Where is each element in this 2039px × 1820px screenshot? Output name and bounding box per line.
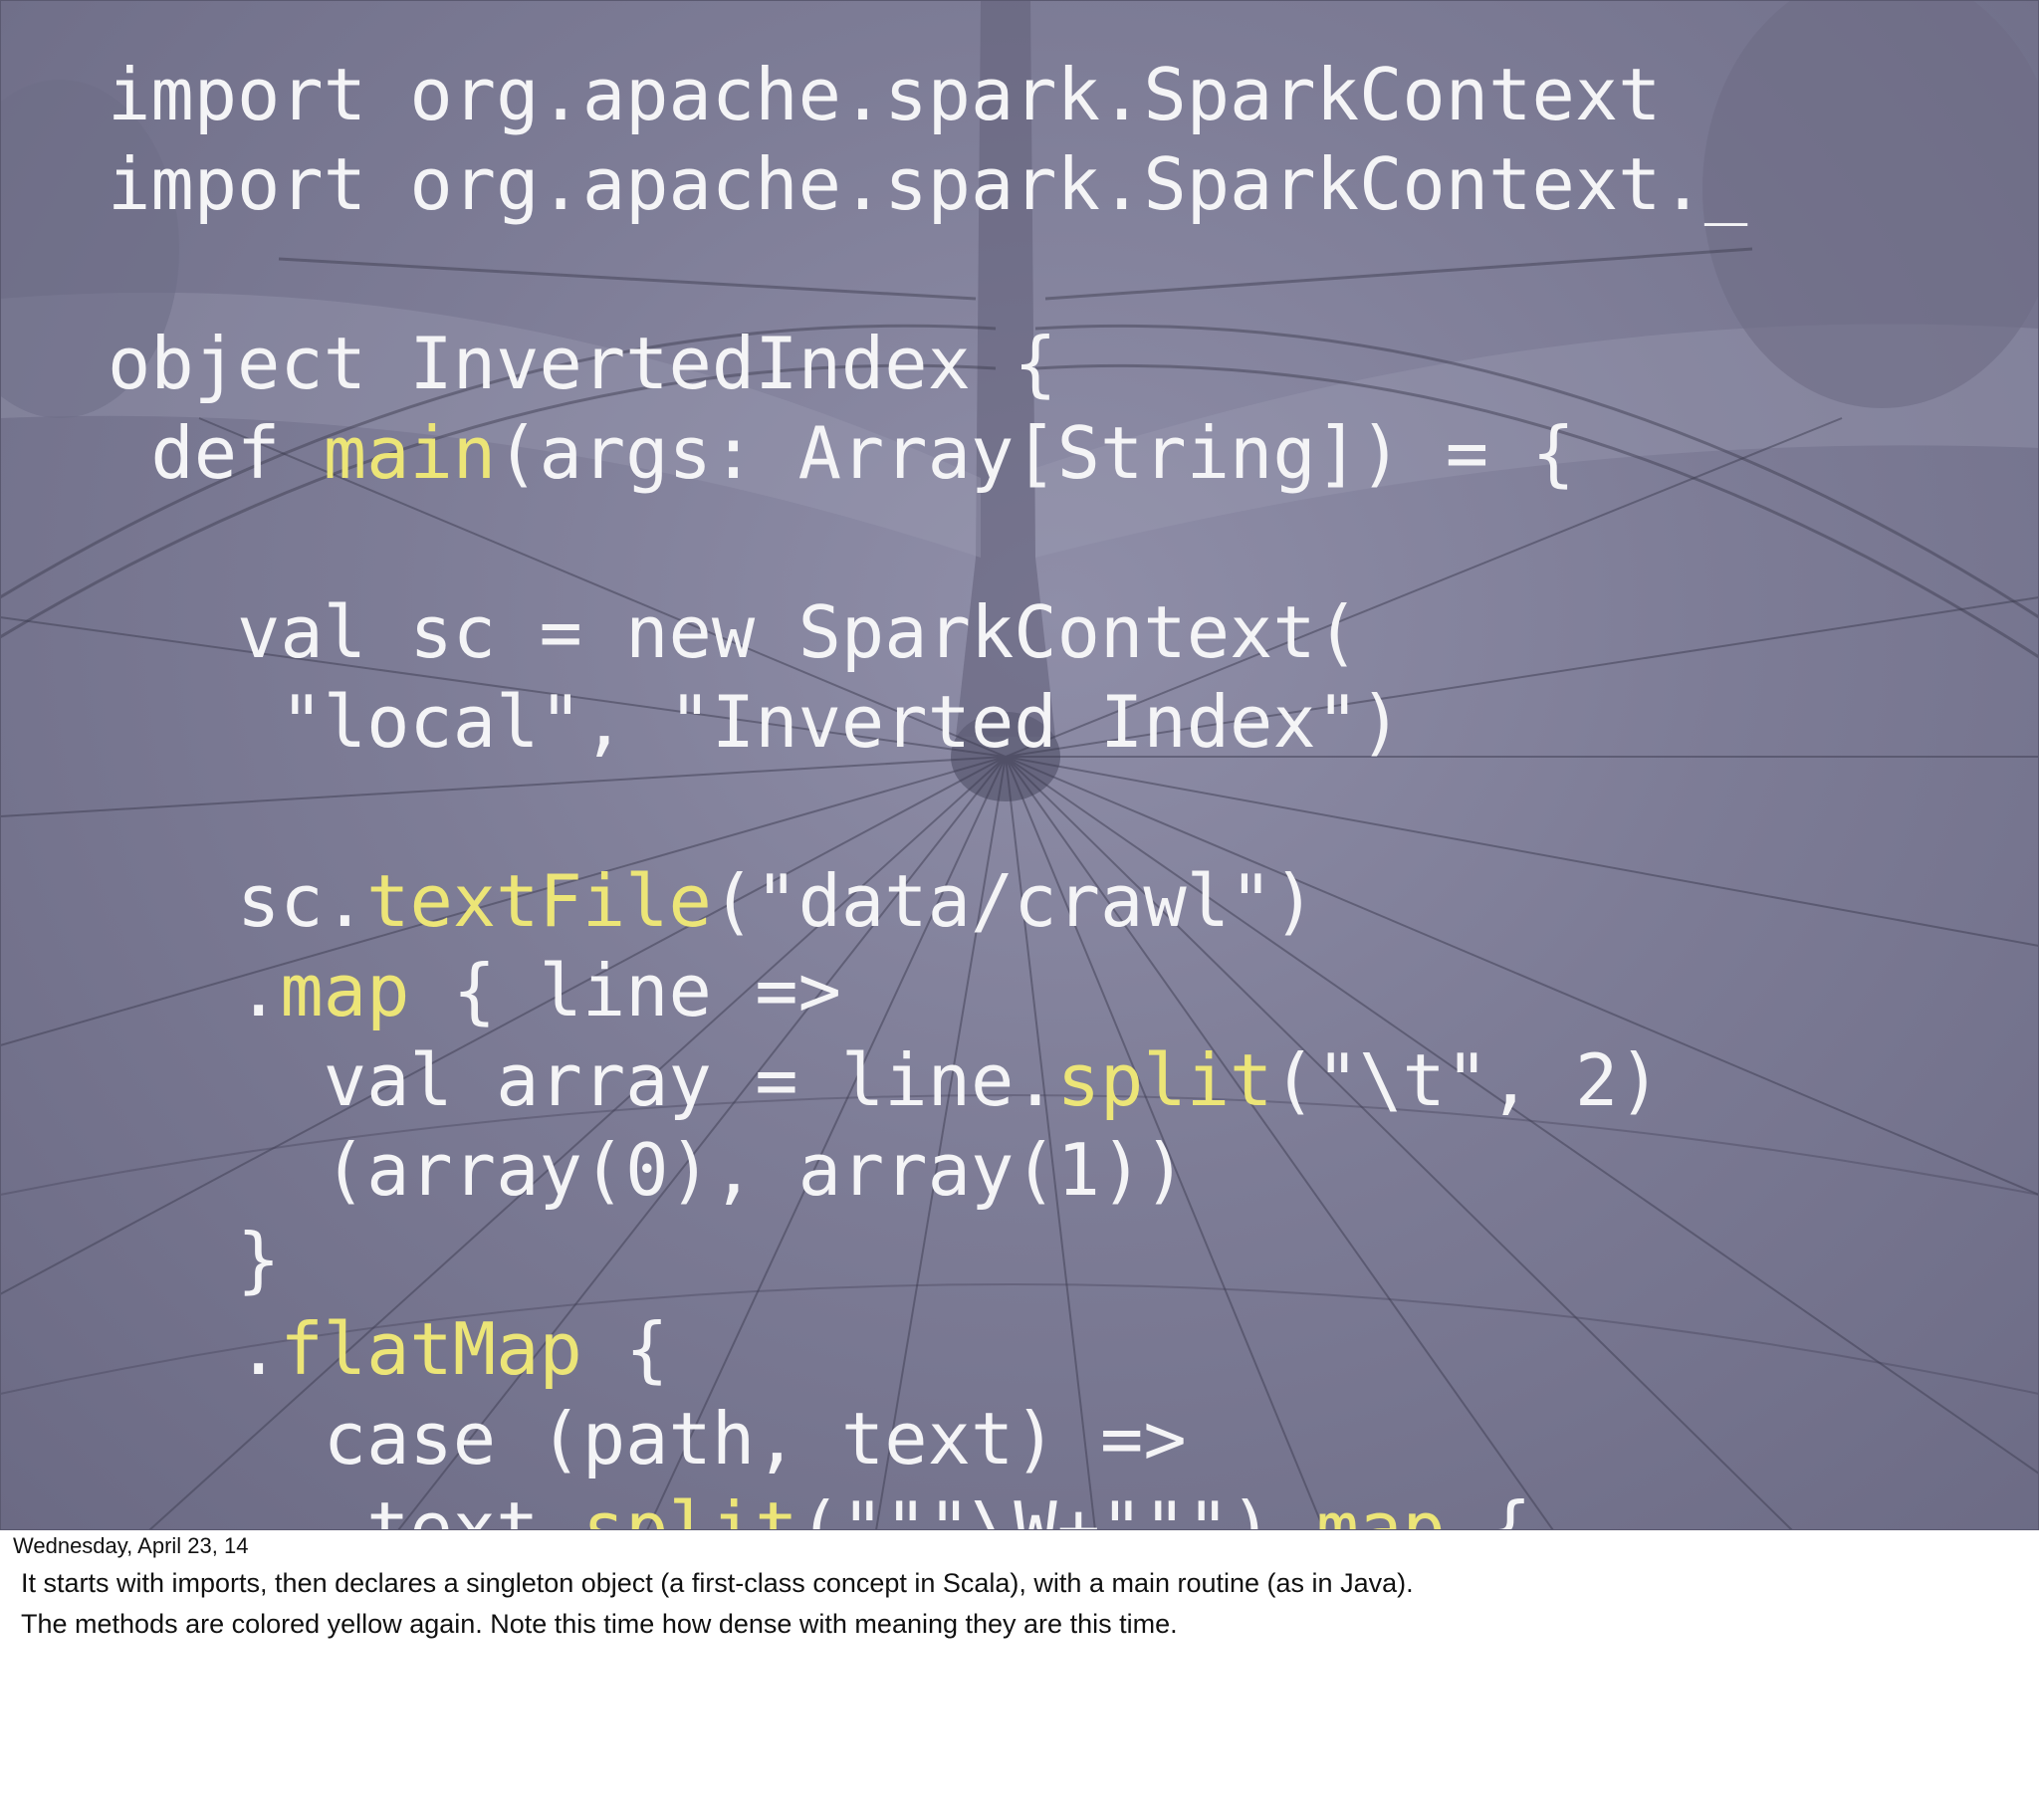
code-line: "local", "Inverted Index"): [108, 677, 1402, 767]
code-token: object InvertedIndex {: [108, 322, 1057, 405]
code-line: text.split("""\W+""").map {: [108, 1483, 1532, 1530]
code-line: val array = line.split("\t", 2): [108, 1035, 1662, 1125]
code-line: def main(args: Array[String]) = {: [108, 408, 1575, 498]
slide-border: [0, 0, 2039, 1530]
code-token: ("data/crawl"): [711, 859, 1316, 943]
code-method-token: split: [1056, 1038, 1273, 1122]
code-token: val sc = new SparkContext(: [108, 590, 1360, 674]
presenter-note-line-1: It starts with imports, then declares a …: [21, 1568, 1414, 1598]
code-line: import org.apache.spark.SparkContext._: [108, 139, 1747, 229]
code-line: sc.textFile("data/crawl"): [108, 856, 1316, 946]
code-token: text.: [108, 1486, 582, 1530]
code-token: case (path, text) =>: [108, 1397, 1187, 1480]
ferris-wheel-background: [0, 0, 2039, 1530]
code-token: val array = line.: [108, 1038, 1057, 1122]
code-line: case (path, text) =>: [108, 1394, 1187, 1483]
code-line: import org.apache.spark.SparkContext: [108, 50, 1662, 139]
code-line: object InvertedIndex {: [108, 319, 1057, 408]
code-method-token: flatMap: [280, 1307, 582, 1391]
code-line: .map { line =>: [108, 946, 841, 1035]
code-token: { line =>: [409, 949, 841, 1032]
code-token: .: [108, 1307, 281, 1391]
code-line: val sc = new SparkContext(: [108, 587, 1359, 677]
code-token: def: [108, 411, 324, 495]
presenter-note-line-2: The methods are colored yellow again. No…: [21, 1609, 1178, 1639]
code-token: {: [581, 1307, 669, 1391]
code-method-token: map: [280, 949, 410, 1032]
code-line: (array(0), array(1)): [108, 1125, 1187, 1215]
code-token: ("\t", 2): [1272, 1038, 1662, 1122]
code-method-token: split: [581, 1486, 798, 1530]
slide-date: Wednesday, April 23, 14: [13, 1533, 249, 1558]
code-token: (array(0), array(1)): [108, 1128, 1187, 1212]
code-line: .flatMap {: [108, 1304, 669, 1394]
code-token: {: [1445, 1486, 1532, 1530]
code-token: import org.apache.spark.SparkContext: [108, 53, 1662, 136]
code-token: }: [108, 1218, 281, 1301]
code-line: }: [108, 1215, 280, 1304]
code-method-token: main: [323, 411, 497, 495]
code-method-token: textFile: [366, 859, 712, 943]
code-token: sc.: [108, 859, 367, 943]
code-token: .: [108, 949, 281, 1032]
code-token: import org.apache.spark.SparkContext._: [108, 142, 1748, 226]
code-token: "local", "Inverted Index"): [108, 680, 1403, 764]
code-token: ("""\W+""").: [797, 1486, 1316, 1530]
code-token: (args: Array[String]) = {: [496, 411, 1575, 495]
code-method-token: map: [1315, 1486, 1446, 1530]
